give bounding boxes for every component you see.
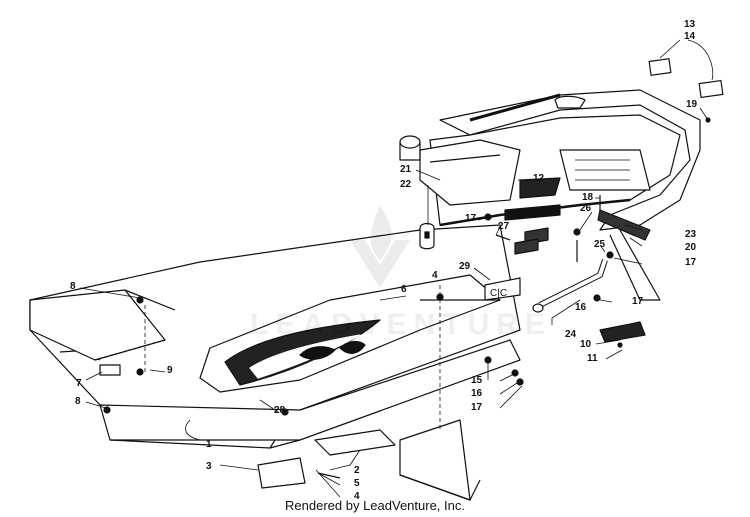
callout-17-upper: 17 <box>465 213 477 224</box>
callout-21: 21 <box>400 164 412 175</box>
callout-26: 26 <box>580 203 592 214</box>
callout-7: 7 <box>76 378 82 389</box>
leadventure-watermark-logo <box>350 205 410 288</box>
callout-2: 2 <box>354 465 360 476</box>
callout-4-lower: 4 <box>354 491 360 502</box>
callout-8-upper: 8 <box>70 281 76 292</box>
callout-27: 27 <box>498 221 510 232</box>
callout-18: 18 <box>582 192 594 203</box>
callout-17-rack: 17 <box>685 257 697 268</box>
rack-bracket <box>419 139 561 221</box>
flap-sheet <box>29 289 176 361</box>
svg-text:C|C: C|C <box>490 288 507 299</box>
rendered-by-credit: Rendered by LeadVenture, Inc. <box>285 498 465 513</box>
side-panel-decal <box>199 274 501 393</box>
lower-base-plate <box>99 339 521 449</box>
callout-3: 3 <box>206 461 212 472</box>
callout-6: 6 <box>401 284 407 295</box>
callout-10: 10 <box>580 339 592 350</box>
callout-5: 5 <box>354 478 360 489</box>
callout-11: 11 <box>587 353 598 364</box>
callout-9: 9 <box>167 365 173 376</box>
callout-4-upper: 4 <box>432 270 438 281</box>
callout-29: 29 <box>459 261 471 272</box>
leadventure-watermark: LEADVENTURE <box>250 308 553 341</box>
callout-12: 12 <box>533 173 545 184</box>
leader-lines <box>79 39 714 498</box>
callout-17-lower: 17 <box>471 402 483 413</box>
callout-23: 23 <box>685 229 697 240</box>
callout-1: 1 <box>206 439 212 450</box>
callout-19: 19 <box>686 99 698 110</box>
callout-20: 20 <box>685 242 697 253</box>
callout-22: 22 <box>400 179 412 190</box>
callout-8-lower: 8 <box>75 396 81 407</box>
callout-25: 25 <box>594 239 606 250</box>
callout-14: 14 <box>684 31 696 42</box>
callout-15: 15 <box>471 375 483 386</box>
callout-16-upper: 16 <box>575 302 587 313</box>
lower-pads <box>257 419 481 501</box>
callout-13: 13 <box>684 19 696 30</box>
callout-16-lower: 16 <box>471 388 483 399</box>
callout-17-mid: 17 <box>632 296 644 307</box>
callout-24: 24 <box>565 329 577 340</box>
tube-parts <box>399 135 608 313</box>
callout-28: 28 <box>274 405 286 416</box>
